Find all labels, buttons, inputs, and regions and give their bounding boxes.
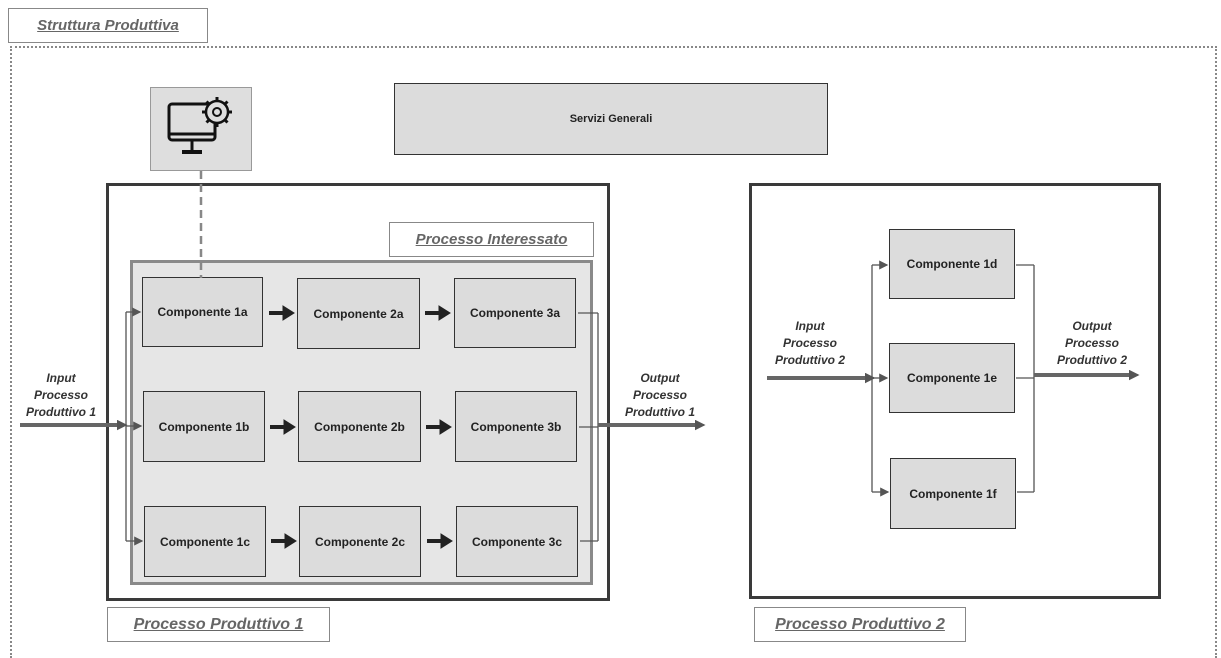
componente-2c: Componente 2c	[299, 506, 421, 577]
processo-produttivo-1-label: Processo Produttivo 1	[133, 615, 304, 633]
output-processo-1-label: Output Processo Produttivo 1	[624, 371, 695, 419]
input-processo-2-label: Input Processo Produttivo 2	[774, 319, 845, 367]
computer-box	[150, 87, 252, 171]
servizi-generali-label: Servizi Generali	[569, 113, 653, 125]
output-processo-2-label: Output Processo Produttivo 2	[1056, 319, 1127, 367]
componente-3b: Componente 3b	[455, 391, 577, 462]
computer-gear-icon	[167, 97, 232, 154]
componente-1b: Componente 1b	[143, 391, 265, 462]
diagram-title: Struttura Produttiva	[8, 8, 208, 43]
componente-1f: Componente 1f	[890, 458, 1016, 529]
processo-interessato-tag: Processo Interessato	[389, 222, 594, 257]
componente-1d: Componente 1d	[889, 229, 1015, 299]
input-processo-1-label: Input Processo Produttivo 1	[25, 371, 96, 419]
componente-1c: Componente 1c	[144, 506, 266, 577]
componente-1e: Componente 1e	[889, 343, 1015, 413]
input-1-fanout	[125, 307, 144, 546]
componente-3a: Componente 3a	[454, 278, 576, 348]
output-1-fanin	[578, 312, 599, 542]
servizi-generali-box: Servizi Generali	[394, 83, 828, 155]
componente-1a: Componente 1a	[142, 277, 263, 347]
componente-2b: Componente 2b	[298, 391, 421, 462]
output-2-fanin	[1016, 264, 1035, 493]
processo-produttivo-2-label: Processo Produttivo 2	[775, 615, 945, 633]
processo-interessato-label: Processo Interessato	[415, 231, 568, 248]
componente-2a: Componente 2a	[297, 278, 420, 349]
flow-arrows	[269, 305, 453, 549]
processo-produttivo-2-tag: Processo Produttivo 2	[754, 607, 966, 642]
struttura-frame	[10, 46, 1217, 658]
diagram-title-text: Struttura Produttiva	[37, 17, 179, 34]
componente-3c: Componente 3c	[456, 506, 578, 577]
processo-produttivo-1-tag: Processo Produttivo 1	[107, 607, 330, 642]
input-2-fanout	[871, 260, 890, 497]
